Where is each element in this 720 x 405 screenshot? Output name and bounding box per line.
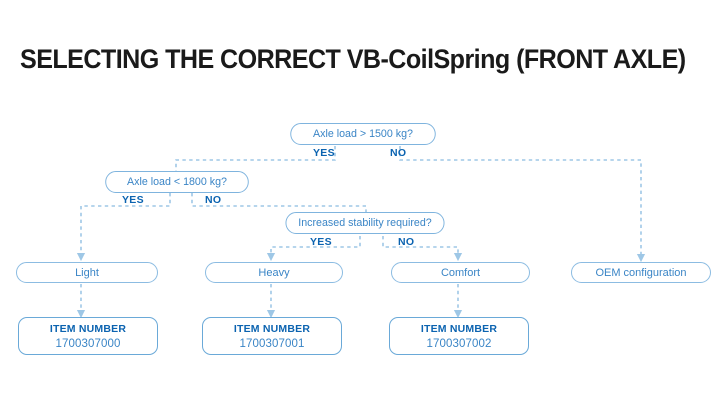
edge-d1-yes bbox=[175, 146, 336, 171]
item-number-label: ITEM NUMBER bbox=[49, 322, 127, 335]
edge-d3-no bbox=[382, 236, 463, 262]
branch-label-d2-yes: YES bbox=[122, 194, 144, 206]
result-light[interactable]: Light bbox=[16, 262, 158, 283]
branch-label-d3-yes: YES bbox=[310, 236, 332, 248]
item-number-box-comfort[interactable]: ITEM NUMBER 1700307002 bbox=[389, 317, 529, 355]
branch-label-d1-yes: YES bbox=[313, 147, 335, 159]
branch-label-d1-no: NO bbox=[390, 147, 407, 159]
item-number-label: ITEM NUMBER bbox=[420, 322, 498, 335]
item-number-value: 1700307000 bbox=[55, 337, 121, 350]
decision-axle-load-1800[interactable]: Axle load < 1800 kg? bbox=[105, 171, 249, 193]
result-heavy[interactable]: Heavy bbox=[205, 262, 343, 283]
branch-label-d2-no: NO bbox=[205, 194, 222, 206]
decision-axle-load-1500[interactable]: Axle load > 1500 kg? bbox=[290, 123, 436, 145]
decision-increased-stability[interactable]: Increased stability required? bbox=[285, 212, 445, 234]
page-title: SELECTING THE CORRECT VB-CoilSpring (FRO… bbox=[20, 44, 686, 74]
item-number-label: ITEM NUMBER bbox=[233, 322, 311, 335]
edge-d3-yes bbox=[266, 236, 361, 262]
edge-d1-no bbox=[399, 146, 646, 263]
result-comfort[interactable]: Comfort bbox=[391, 262, 530, 283]
item-number-value: 1700307002 bbox=[426, 337, 492, 350]
result-oem-configuration[interactable]: OEM configuration bbox=[571, 262, 711, 283]
edge-d2-yes bbox=[76, 193, 171, 262]
item-number-box-light[interactable]: ITEM NUMBER 1700307000 bbox=[18, 317, 158, 355]
item-number-value: 1700307001 bbox=[239, 337, 305, 350]
branch-label-d3-no: NO bbox=[398, 236, 415, 248]
item-number-box-heavy[interactable]: ITEM NUMBER 1700307001 bbox=[202, 317, 342, 355]
